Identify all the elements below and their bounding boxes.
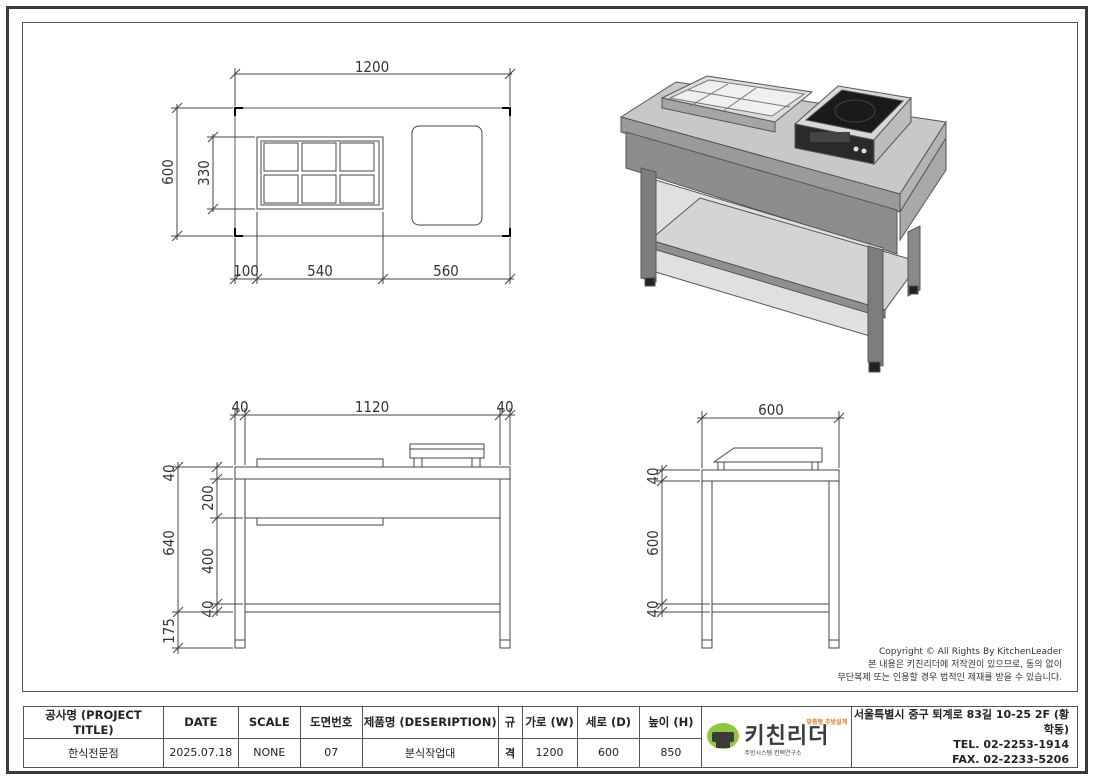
side-view	[656, 411, 845, 649]
dim-front-lower: 400	[199, 548, 217, 574]
value-product: 분식작업대	[361, 737, 499, 769]
dim-front-inner: 1120	[355, 398, 389, 416]
dim-top-well-width: 540	[307, 262, 333, 280]
perspective-view	[619, 75, 947, 373]
company-tel: TEL. 02-2253-1914	[953, 738, 1069, 751]
dim-top-offset: 100	[233, 262, 259, 280]
dim-front-top-thk: 40	[160, 464, 178, 481]
dim-top-depth: 600	[159, 159, 177, 185]
title-block: 공사명 (PROJECT TITLE) DATE SCALE 도면번호 제품명 …	[23, 706, 1078, 769]
company-logo: 맞춤형 주방설계 키친리더 주방시스템 컨택연구소	[701, 706, 853, 768]
dim-front-foot: 175	[160, 618, 178, 644]
copyright-line-2: 본 내용은 키친리더에 저작권이 있으므로, 동의 없이	[868, 660, 1062, 670]
logo-name: 키친리더	[744, 724, 830, 749]
value-scale: NONE	[237, 737, 301, 769]
dim-side-shelf-thk: 40	[644, 600, 662, 617]
header-date: DATE	[162, 706, 239, 739]
dim-front-right-leg: 40	[496, 398, 513, 416]
copyright-line-3: 무단복제 또는 인용할 경우 법적인 제재를 받을 수 있습니다.	[837, 673, 1062, 683]
value-height: 850	[639, 737, 703, 769]
value-depth: 600	[576, 737, 641, 769]
header-height: 높이 (H)	[639, 706, 703, 739]
header-scale: SCALE	[237, 706, 301, 739]
dim-top-overall: 1200	[355, 58, 389, 76]
copyright-notice: Copyright © All Rights By KitchenLeader …	[838, 646, 1062, 685]
value-date: 2025.07.18	[162, 737, 239, 769]
dim-top-well-depth: 330	[195, 160, 213, 186]
company-fax: FAX. 02-2233-5206	[952, 753, 1069, 766]
dim-side-depth: 600	[758, 401, 784, 419]
copyright-line-1: Copyright © All Rights By KitchenLeader	[878, 647, 1062, 657]
company-contact: 서울특별시 중구 퇴계로 83길 10-25 2F (황학동) TEL. 02-…	[851, 706, 1078, 768]
dim-front-apron: 200	[199, 485, 217, 511]
logo-subtitle: 주방시스템 컨택연구소	[744, 750, 802, 757]
dim-top-cooktop-width: 560	[433, 262, 459, 280]
header-width: 가로 (W)	[521, 706, 578, 739]
dim-side-top-thk: 40	[644, 467, 662, 484]
header-spec-top: 규	[497, 706, 523, 739]
logo-tagline: 맞춤형 주방설계	[806, 719, 848, 726]
value-project: 한식전문점	[23, 737, 164, 769]
drawing-area	[22, 22, 1078, 692]
header-depth: 세로 (D)	[576, 706, 641, 739]
header-drawing-no: 도면번호	[299, 706, 363, 739]
header-product: 제품명 (DESERIPTION)	[361, 706, 499, 739]
dim-side-height: 600	[644, 530, 662, 556]
logo-icon	[707, 723, 740, 749]
company-address: 서울특별시 중구 퇴계로 83길 10-25 2F (황학동)	[853, 708, 1069, 736]
value-drawing-no: 07	[299, 737, 363, 769]
technical-drawing: 1200 600 330 100 540 560 40 1120 40 40 2…	[159, 58, 947, 654]
front-view	[172, 408, 516, 654]
drawing-frame	[6, 6, 1088, 774]
value-width: 1200	[521, 737, 578, 769]
header-spec-bottom: 격	[497, 737, 523, 769]
dim-front-total: 640	[160, 530, 178, 556]
dim-front-shelf-thk: 40	[199, 600, 217, 617]
dim-front-left-leg: 40	[231, 398, 248, 416]
header-project: 공사명 (PROJECT TITLE)	[23, 706, 164, 739]
top-view	[171, 68, 516, 285]
